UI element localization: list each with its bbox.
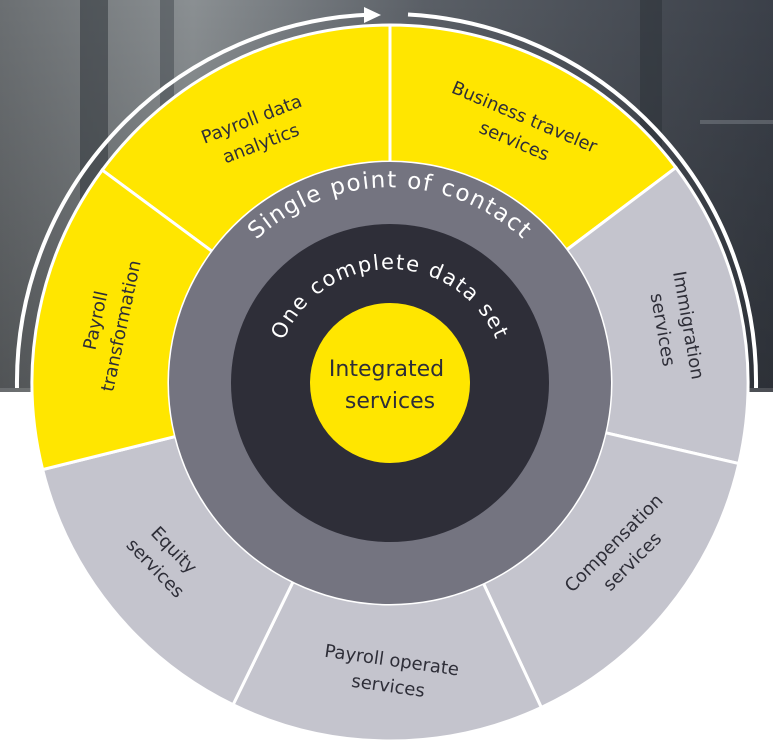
- core-label-line-2: services: [345, 389, 435, 414]
- core-label-line-1: Integrated: [329, 357, 444, 382]
- core-label: Integrated services: [329, 357, 451, 414]
- rotation-arrows: [14, 7, 759, 389]
- arrow-head-icon: [364, 7, 381, 23]
- core-circle: [310, 303, 470, 463]
